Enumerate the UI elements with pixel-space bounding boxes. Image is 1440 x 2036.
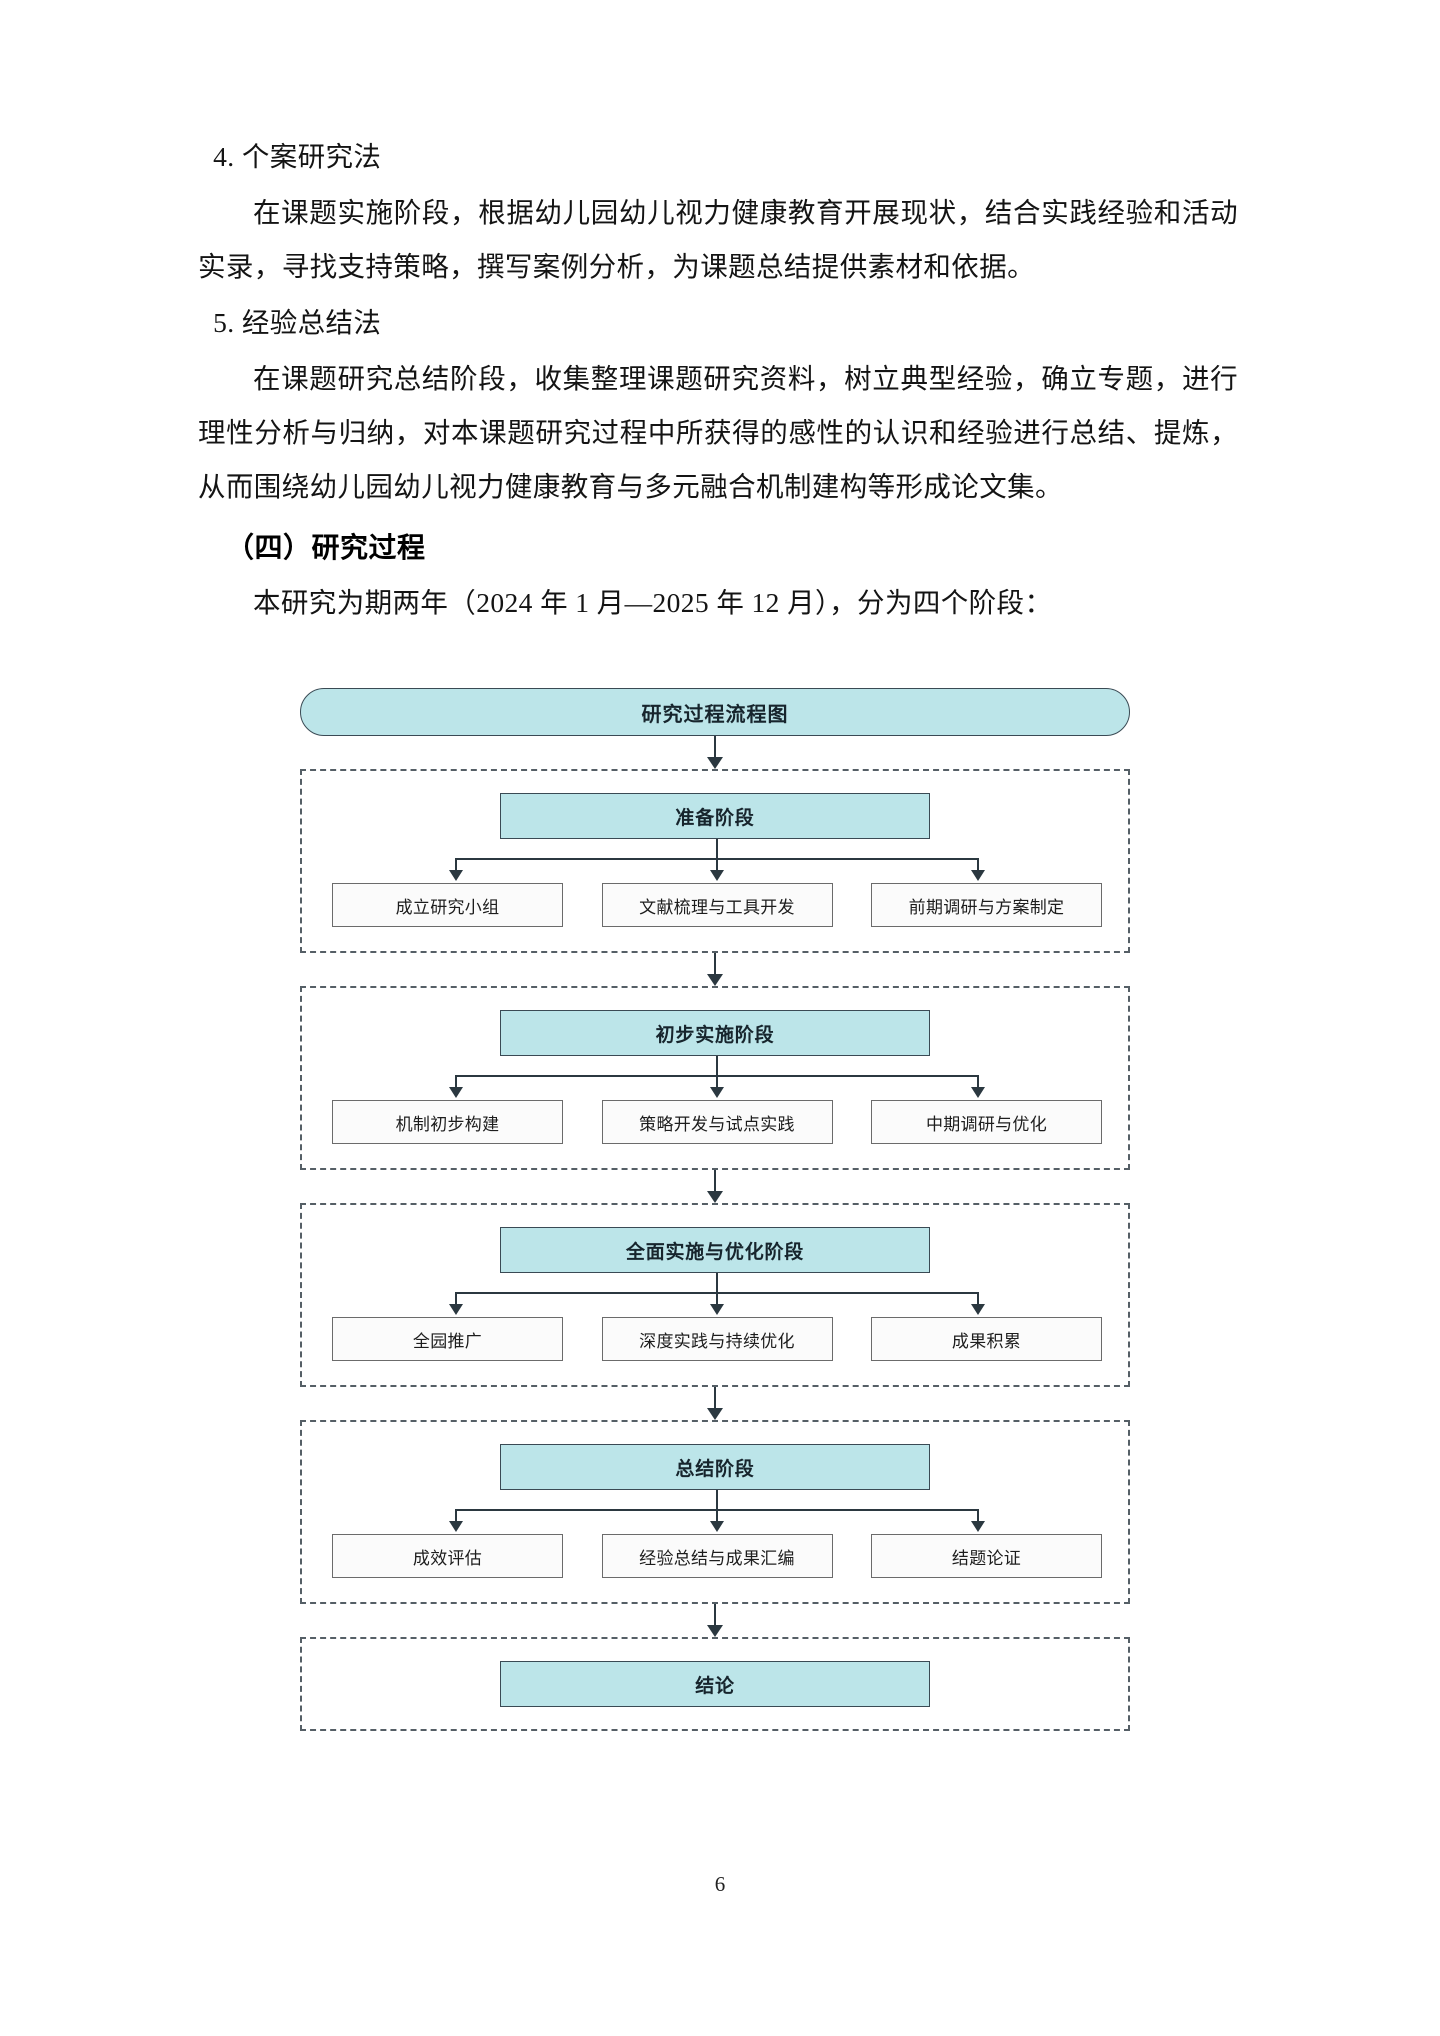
- page-number: 6: [714, 1872, 726, 1896]
- step-row-initial-implementation: 机制初步构建 策略开发与试点实践 中期调研与优化: [332, 1100, 1102, 1144]
- branch-trunk-line: [716, 839, 718, 859]
- paragraph-case-study: 在课题实施阶段，根据幼儿园幼儿视力健康教育开展现状，结合实践经验和活动实录，寻找…: [198, 197, 1238, 282]
- branch-connector-full-implementation: [332, 1273, 1102, 1317]
- connector-line: [714, 953, 716, 976]
- branch-connector-summary: [332, 1490, 1102, 1534]
- arrow-head-icon-2: [709, 870, 724, 881]
- phase-box-initial-implementation: 初步实施阶段: [500, 1010, 930, 1056]
- step-box: 文献梳理与工具开发: [601, 883, 833, 927]
- research-process-flowchart: 研究过程流程图 准备阶段 成立研究小组 文献梳理与工具开发 前期调研与方案制定: [300, 688, 1130, 1731]
- branch-drop-line-3: [977, 1509, 979, 1523]
- arrow-head-icon-1: [448, 1087, 463, 1098]
- connector-phase3-to-phase4: [300, 1387, 1130, 1420]
- phase-group-initial-implementation: 初步实施阶段 机制初步构建 策略开发与试点实践 中期调研与优化: [300, 986, 1130, 1170]
- step-box: 策略开发与试点实践: [601, 1100, 833, 1144]
- arrow-head-icon: [707, 1191, 723, 1203]
- list-head-experience-summary: 5. 经验总结法: [213, 307, 382, 338]
- arrow-head-icon-1: [448, 1521, 463, 1532]
- subsection-heading-research-process: （四）研究过程: [226, 532, 426, 563]
- connector-title-to-phase1: [300, 736, 1130, 769]
- connector-line: [714, 1170, 716, 1193]
- list-head-case-study: 4. 个案研究法: [213, 141, 382, 172]
- document-text-body: 4. 个案研究法 在课题实施阶段，根据幼儿园幼儿视力健康教育开展现状，结合实践经…: [198, 130, 1238, 632]
- branch-drop-line-3: [977, 1292, 979, 1306]
- branch-drop-line-1: [455, 858, 457, 872]
- step-box: 成立研究小组: [332, 883, 563, 927]
- arrow-head-icon-1: [448, 1304, 463, 1315]
- arrow-head-icon: [707, 974, 723, 986]
- arrow-head-icon-3: [970, 1521, 985, 1532]
- step-box: 结题论证: [871, 1534, 1102, 1578]
- arrow-head-icon: [707, 1625, 723, 1637]
- arrow-head-icon-2: [709, 1304, 724, 1315]
- branch-drop-line-2: [716, 858, 718, 872]
- paragraph-experience-summary: 在课题研究总结阶段，收集整理课题研究资料，树立典型经验，确立专题，进行理性分析与…: [198, 363, 1238, 502]
- branch-drop-line-2: [716, 1075, 718, 1089]
- branch-drop-line-3: [977, 1075, 979, 1089]
- step-box: 深度实践与持续优化: [601, 1317, 833, 1361]
- flowchart-title-box: 研究过程流程图: [300, 688, 1130, 736]
- arrow-head-icon: [707, 757, 723, 769]
- connector-phase2-to-phase3: [300, 1170, 1130, 1203]
- step-row-full-implementation: 全园推广 深度实践与持续优化 成果积累: [332, 1317, 1102, 1361]
- paragraph-research-duration: 本研究为期两年（2024 年 1 月—2025 年 12 月），分为四个阶段：: [253, 587, 1053, 618]
- arrow-head-icon-2: [709, 1087, 724, 1098]
- branch-connector-preparation: [332, 839, 1102, 883]
- branch-trunk-line: [716, 1273, 718, 1293]
- branch-drop-line-1: [455, 1509, 457, 1523]
- branch-drop-line-2: [716, 1292, 718, 1306]
- step-box: 全园推广: [332, 1317, 563, 1361]
- branch-connector-initial-implementation: [332, 1056, 1102, 1100]
- branch-trunk-line: [716, 1490, 718, 1510]
- phase-group-conclusion: 结论: [300, 1637, 1130, 1731]
- phase-box-summary: 总结阶段: [500, 1444, 930, 1490]
- branch-drop-line-3: [977, 858, 979, 872]
- connector-phase1-to-phase2: [300, 953, 1130, 986]
- connector-phase4-to-conclusion: [300, 1604, 1130, 1637]
- arrow-head-icon: [707, 1408, 723, 1420]
- arrow-head-icon-1: [448, 870, 463, 881]
- phase-box-conclusion: 结论: [500, 1661, 930, 1707]
- phase-box-preparation: 准备阶段: [500, 793, 930, 839]
- step-row-summary: 成效评估 经验总结与成果汇编 结题论证: [332, 1534, 1102, 1578]
- connector-line: [714, 1387, 716, 1410]
- step-box: 成果积累: [871, 1317, 1102, 1361]
- step-row-preparation: 成立研究小组 文献梳理与工具开发 前期调研与方案制定: [332, 883, 1102, 927]
- step-box: 前期调研与方案制定: [871, 883, 1102, 927]
- arrow-head-icon-2: [709, 1521, 724, 1532]
- step-box: 经验总结与成果汇编: [601, 1534, 833, 1578]
- phase-group-summary: 总结阶段 成效评估 经验总结与成果汇编 结题论证: [300, 1420, 1130, 1604]
- step-box: 中期调研与优化: [871, 1100, 1102, 1144]
- step-box: 机制初步构建: [332, 1100, 563, 1144]
- branch-trunk-line: [716, 1056, 718, 1076]
- connector-line: [714, 1604, 716, 1627]
- phase-box-full-implementation: 全面实施与优化阶段: [500, 1227, 930, 1273]
- connector-line: [714, 736, 716, 759]
- branch-drop-line-2: [716, 1509, 718, 1523]
- arrow-head-icon-3: [970, 1304, 985, 1315]
- phase-group-preparation: 准备阶段 成立研究小组 文献梳理与工具开发 前期调研与方案制定: [300, 769, 1130, 953]
- step-box: 成效评估: [332, 1534, 563, 1578]
- arrow-head-icon-3: [970, 870, 985, 881]
- phase-group-full-implementation: 全面实施与优化阶段 全园推广 深度实践与持续优化 成果积累: [300, 1203, 1130, 1387]
- arrow-head-icon-3: [970, 1087, 985, 1098]
- branch-drop-line-1: [455, 1292, 457, 1306]
- branch-drop-line-1: [455, 1075, 457, 1089]
